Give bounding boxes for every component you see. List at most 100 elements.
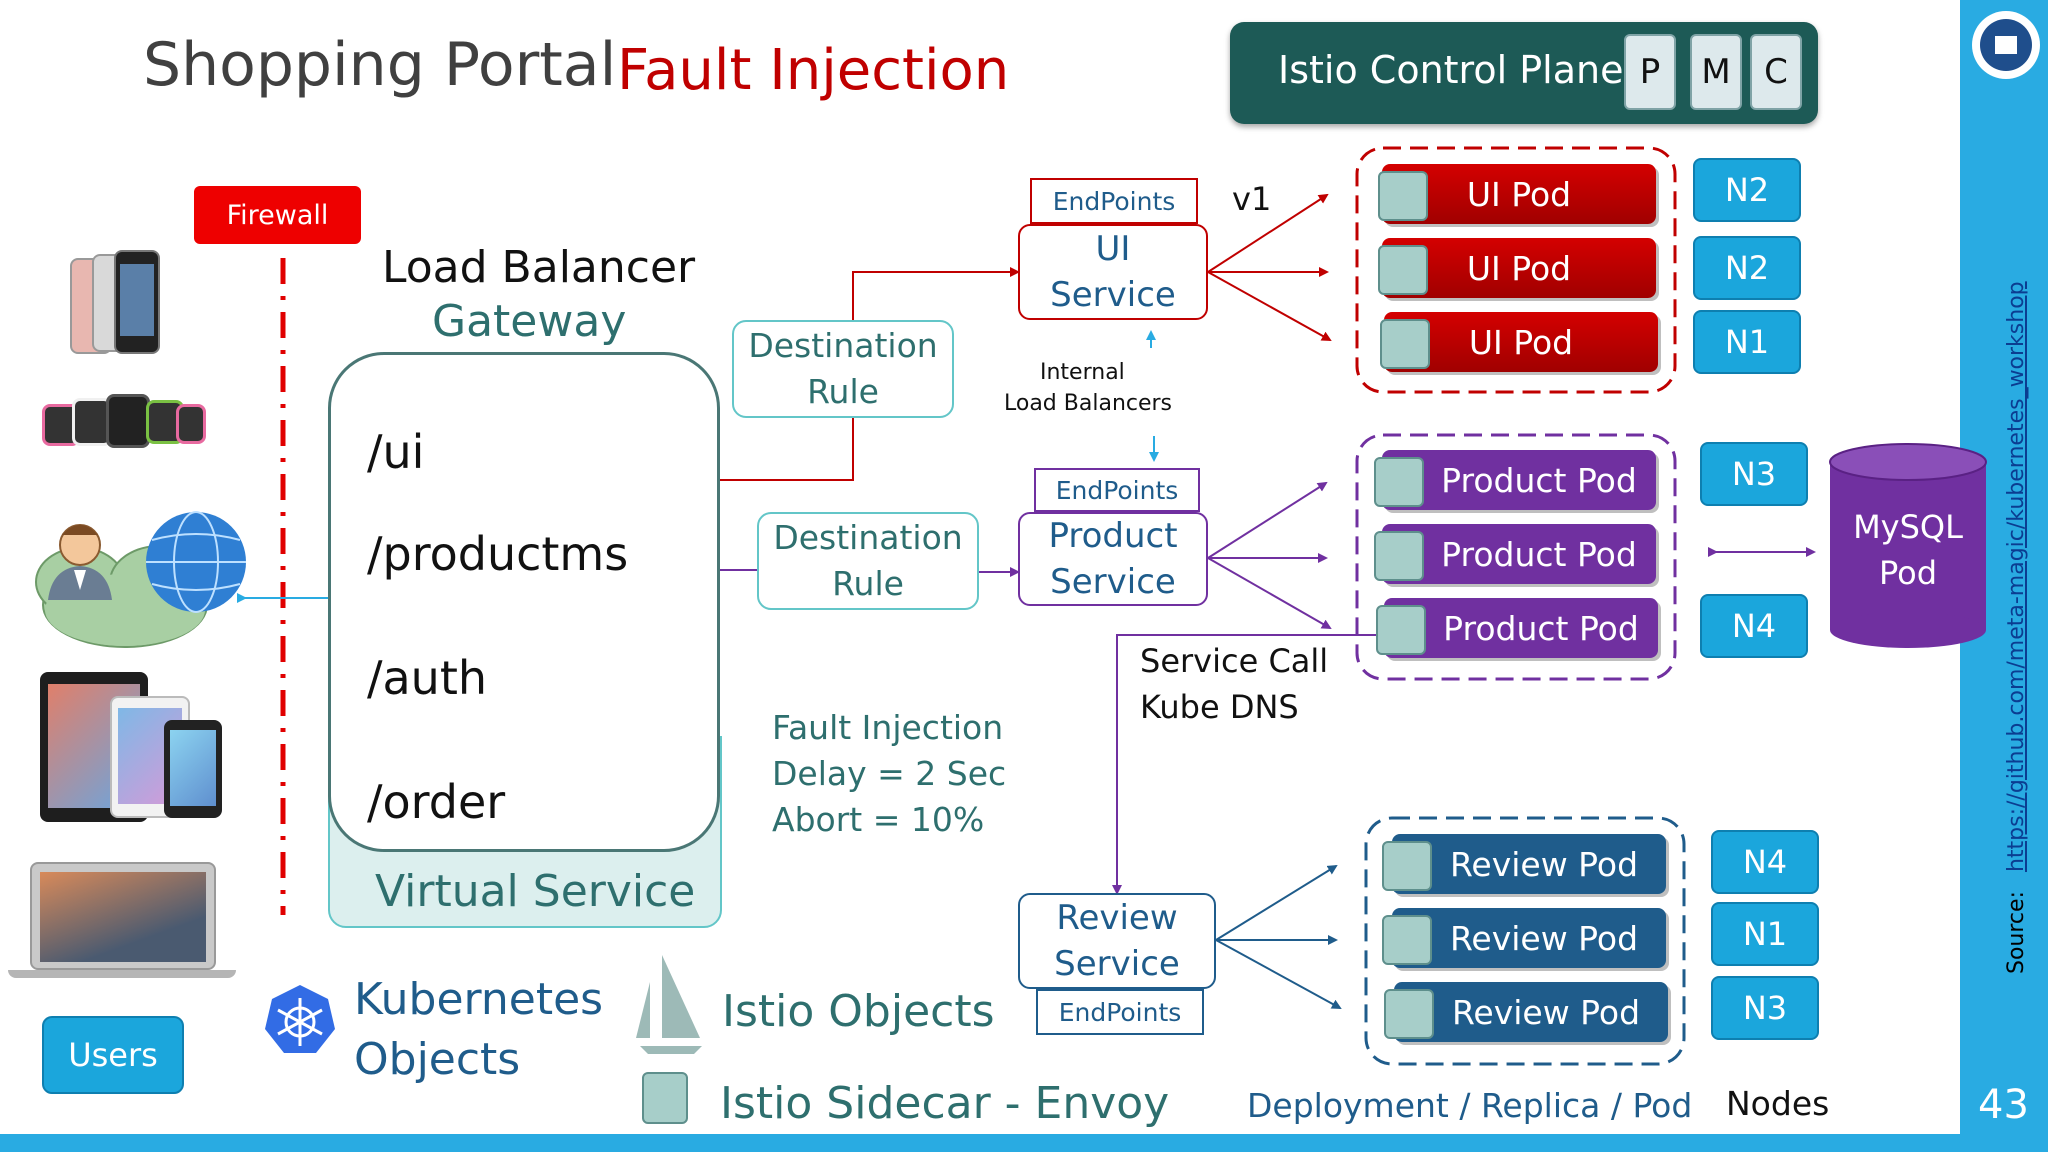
pod-label: Product Pod	[1441, 460, 1637, 500]
route-productms: /productms	[367, 527, 629, 581]
service-call-line2: Kube DNS	[1140, 688, 1299, 726]
product-service: Product Service	[1018, 512, 1208, 606]
node-badge: N3	[1711, 976, 1819, 1040]
mixer-component: M	[1690, 34, 1742, 110]
envoy-sidecar-icon	[1378, 245, 1428, 295]
node-badge: N4	[1711, 830, 1819, 894]
pod-label: Review Pod	[1451, 992, 1641, 1032]
product-pod: Product Pod	[1376, 598, 1658, 658]
ui-service-line1: UI	[1095, 229, 1131, 269]
envoy-sidecar-icon	[1378, 171, 1428, 221]
gateway-subtitle: Gateway	[432, 296, 627, 347]
review-service-line1: Review	[1056, 898, 1178, 938]
laptop-icon	[8, 862, 236, 980]
route-ui: /ui	[367, 425, 425, 479]
destination-rule-line2: Rule	[832, 564, 904, 603]
legend-istio-objects: Istio Objects	[722, 986, 995, 1037]
envoy-sidecar-icon	[1384, 989, 1434, 1039]
product-endpoints-label: EndPoints	[1034, 468, 1200, 512]
version-label: v1	[1232, 180, 1272, 218]
route-auth: /auth	[367, 651, 488, 705]
node-badge: N4	[1700, 594, 1808, 658]
page-subtitle: Fault Injection	[617, 38, 1010, 103]
virtual-service-label: Virtual Service	[375, 866, 696, 917]
source-citation: Source: https://github.com/meta-magic/ku…	[2004, 281, 2029, 974]
globe-icon	[146, 511, 246, 613]
service-call-line1: Service Call	[1140, 642, 1329, 680]
kubernetes-icon	[265, 985, 335, 1053]
pod-label: Review Pod	[1449, 844, 1639, 884]
brand-logo	[1972, 11, 2040, 79]
users-button[interactable]: Users	[42, 1016, 184, 1094]
pod-label: Review Pod	[1449, 918, 1639, 958]
product-pod: Product Pod	[1374, 450, 1656, 510]
envoy-sidecar-icon	[1380, 319, 1430, 369]
mysql-label-line1: MySQL	[1853, 508, 1963, 546]
user-avatar-icon	[48, 524, 112, 600]
review-endpoints-label: EndPoints	[1036, 989, 1204, 1035]
citadel-component: C	[1750, 34, 1802, 110]
pod-label: UI Pod	[1466, 248, 1572, 288]
destination-rule-line1: Destination	[748, 326, 938, 365]
gateway-title: Load Balancer	[382, 242, 696, 293]
fault-injection-delay: Delay = 2 Sec	[772, 754, 1007, 793]
node-badge: N2	[1693, 236, 1801, 300]
page-number: 43	[1978, 1082, 2029, 1128]
envoy-sidecar-icon	[1374, 457, 1424, 507]
node-badge: N2	[1693, 158, 1801, 222]
route-order: /order	[367, 775, 506, 829]
page-title: Shopping Portal	[143, 30, 617, 100]
ui-service-line2: Service	[1050, 275, 1176, 315]
bottom-accent-bar	[0, 1134, 2048, 1152]
ui-service: UI Service	[1018, 224, 1208, 320]
envoy-sidecar-icon	[1376, 605, 1426, 655]
source-link[interactable]: https://github.com/meta-magic/kubernetes…	[2004, 281, 2029, 873]
envoy-sidecar-icon	[1382, 841, 1432, 891]
istio-sail-icon	[636, 955, 702, 1054]
pod-label: Product Pod	[1443, 608, 1639, 648]
product-pod: Product Pod	[1374, 524, 1656, 584]
destination-rule-line1: Destination	[773, 518, 963, 557]
envoy-sidecar-icon	[1374, 531, 1424, 581]
node-badge: N1	[1711, 902, 1819, 966]
firewall-badge: Firewall	[194, 186, 361, 244]
node-badge: N1	[1693, 310, 1801, 374]
review-pod: Review Pod	[1384, 982, 1668, 1042]
ui-pod: UI Pod	[1380, 312, 1658, 372]
ui-pod: UI Pod	[1378, 238, 1656, 298]
fault-injection-abort: Abort = 10%	[772, 800, 985, 839]
destination-rule-line2: Rule	[807, 372, 879, 411]
legend-sidecar-icon	[642, 1072, 688, 1124]
smartwatch-icon	[42, 394, 207, 452]
internal-lb-line2: Load Balancers	[1004, 391, 1173, 416]
mysql-cylinder	[1829, 443, 1987, 648]
node-badge: N3	[1700, 442, 1808, 506]
legend-nodes: Nodes	[1726, 1084, 1830, 1123]
legend-istio-sidecar: Istio Sidecar - Envoy	[720, 1078, 1170, 1129]
review-pod: Review Pod	[1382, 834, 1666, 894]
review-pod: Review Pod	[1382, 908, 1666, 968]
product-service-line1: Product	[1048, 516, 1178, 556]
source-label: Source:	[2004, 891, 2029, 974]
internal-lb-line1: Internal	[1040, 360, 1125, 385]
tablet-icon	[40, 668, 225, 826]
fault-injection-title: Fault Injection	[772, 708, 1004, 747]
pod-label: Product Pod	[1441, 534, 1637, 574]
pod-label: UI Pod	[1466, 174, 1572, 214]
review-service: Review Service	[1018, 893, 1216, 989]
istio-control-plane: Istio Control Plane P M C	[1230, 22, 1818, 124]
gateway-box: /ui /productms /auth /order	[328, 352, 720, 852]
mysql-label-line2: Pod	[1878, 554, 1938, 592]
pilot-component: P	[1624, 34, 1676, 110]
legend-deployment: Deployment / Replica / Pod	[1247, 1086, 1693, 1125]
service-call-arrow	[1112, 634, 1388, 895]
control-plane-label: Istio Control Plane	[1278, 48, 1624, 92]
envoy-sidecar-icon	[1382, 915, 1432, 965]
review-service-line2: Service	[1054, 944, 1180, 984]
ui-pod: UI Pod	[1378, 164, 1656, 224]
legend-kubernetes-line1: Kubernetes	[354, 974, 604, 1025]
legend-kubernetes-line2: Objects	[354, 1034, 521, 1085]
phone-icon	[70, 250, 160, 358]
pod-label: UI Pod	[1468, 322, 1574, 362]
